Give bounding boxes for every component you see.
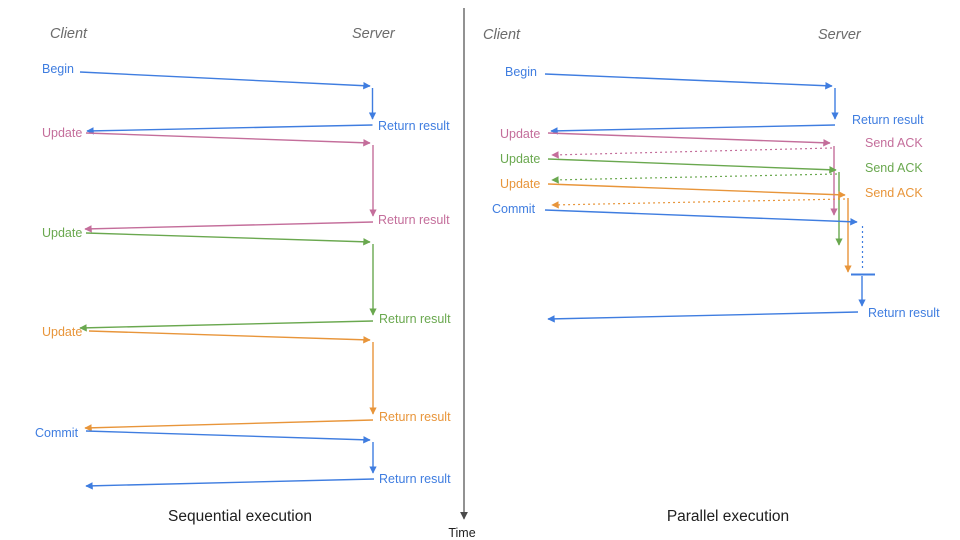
- request-arrow: [85, 132, 371, 147]
- left-msg-commit: Commit Return result: [35, 426, 451, 490]
- response-label: Return result: [378, 213, 450, 227]
- response-arrow: [85, 478, 375, 490]
- request-label: Update: [42, 226, 82, 240]
- request-label: Update: [500, 127, 540, 141]
- request-arrow: [544, 209, 858, 226]
- request-label: Commit: [492, 202, 536, 216]
- time-axis-label: Time: [448, 526, 475, 540]
- left-msg-update-1: Update Return result: [42, 126, 450, 233]
- request-label: Begin: [505, 65, 537, 79]
- left-msg-begin: Begin Return result: [42, 62, 450, 135]
- response-arrow: [550, 124, 836, 135]
- ack-dotted-arrow: [551, 147, 833, 159]
- response-arrow: [84, 221, 374, 233]
- request-arrow: [88, 330, 371, 344]
- request-arrow: [547, 132, 831, 147]
- right-msg-begin: Begin Return result: [505, 65, 924, 135]
- ack-dotted-arrow: [551, 198, 846, 209]
- left-caption: Sequential execution: [168, 508, 312, 525]
- request-label: Commit: [35, 426, 79, 440]
- right-client-header: Client: [483, 27, 521, 43]
- right-msg-update-1: Update Send ACK: [500, 127, 923, 216]
- response-label: Send ACK: [865, 161, 923, 175]
- left-panel: Client Server Begin Return result Update…: [35, 26, 451, 525]
- response-label: Return result: [379, 472, 451, 486]
- left-server-header: Server: [352, 26, 396, 42]
- response-arrow: [547, 311, 859, 323]
- left-msg-update-2: Update Return result: [42, 226, 451, 332]
- request-label: Update: [42, 126, 82, 140]
- ack-dotted-arrow: [551, 173, 838, 184]
- request-arrow: [544, 73, 833, 90]
- right-msg-update-2: Update Send ACK: [500, 152, 923, 246]
- left-msg-update-3: Update Return result: [42, 325, 451, 432]
- time-axis: Time: [448, 8, 476, 540]
- request-arrow: [547, 158, 837, 174]
- response-label: Return result: [868, 306, 940, 320]
- response-arrow: [84, 419, 374, 432]
- request-label: Update: [500, 177, 540, 191]
- response-label: Send ACK: [865, 136, 923, 150]
- response-label: Return result: [379, 312, 451, 326]
- right-msg-commit: Commit Return result: [492, 202, 940, 323]
- response-label: Return result: [378, 119, 450, 133]
- response-label: Send ACK: [865, 186, 923, 200]
- response-label: Return result: [379, 410, 451, 424]
- request-arrow: [79, 71, 371, 90]
- request-label: Update: [42, 325, 82, 339]
- right-msg-update-3: Update Send ACK: [500, 177, 923, 273]
- request-arrow: [547, 183, 846, 199]
- right-caption: Parallel execution: [667, 508, 789, 525]
- request-arrow: [85, 430, 371, 444]
- request-label: Begin: [42, 62, 74, 76]
- response-label: Return result: [852, 113, 924, 127]
- request-arrow: [85, 232, 371, 246]
- response-arrow: [86, 124, 373, 135]
- right-server-header: Server: [818, 27, 862, 43]
- response-arrow: [79, 320, 374, 332]
- right-panel: Client Server Begin Return result Update…: [483, 27, 940, 525]
- request-label: Update: [500, 152, 540, 166]
- left-client-header: Client: [50, 26, 88, 42]
